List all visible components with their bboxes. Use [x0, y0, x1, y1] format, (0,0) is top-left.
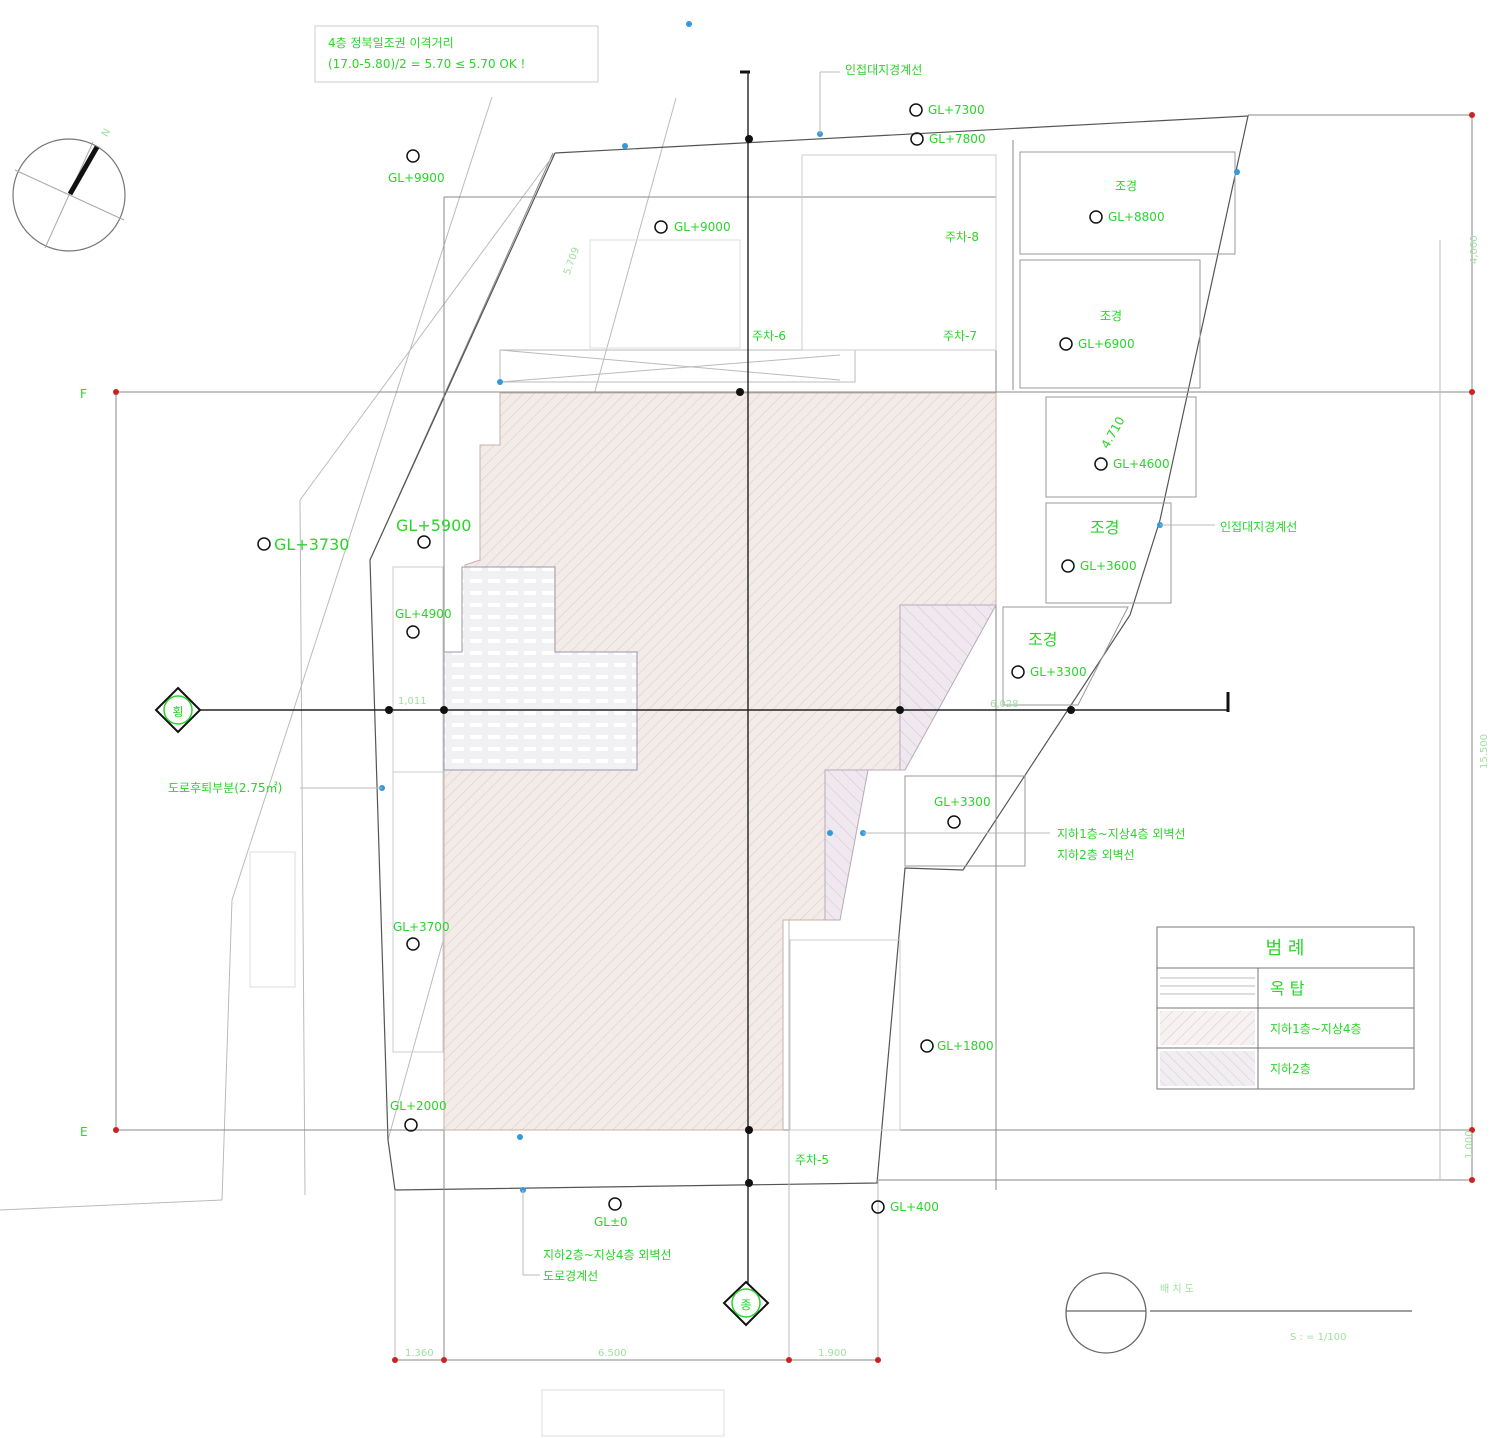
- title-block: 배 치 도 S : = 1/100: [1065, 1272, 1412, 1354]
- upper-floors-footprint: [824, 604, 997, 921]
- svg-text:GL+7300: GL+7300: [928, 103, 985, 117]
- level-marker: GL+7300: [909, 103, 985, 117]
- drawing-title: 배 치 도: [1160, 1283, 1194, 1295]
- parking-label: 주차-7: [943, 329, 977, 343]
- svg-text:GL+9000: GL+9000: [674, 220, 731, 234]
- svg-text:GL+6900: GL+6900: [1078, 337, 1135, 351]
- note-line-2: (17.0-5.80)/2 = 5.70 ≤ 5.70 OK !: [328, 57, 525, 71]
- grid-label-e: E: [80, 1125, 88, 1139]
- level-marker: GL+3700: [393, 920, 450, 951]
- label-adjacent-top: 인접대지경계선: [845, 63, 922, 77]
- level-marker: GL+7800: [910, 132, 986, 146]
- level-markers: GL+7300 GL+7800 GL+9900 GL+9000 GL+8800 …: [257, 103, 1170, 1229]
- svg-text:GL+2000: GL+2000: [390, 1099, 447, 1113]
- dim-label: 4.710: [1098, 414, 1127, 451]
- svg-text:GL+4900: GL+4900: [395, 607, 452, 621]
- label-adjacent-right: 인접대지경계선: [1220, 520, 1297, 534]
- level-marker: GL+3730: [257, 535, 349, 554]
- note-line-1: 4층 정북일조권 이격거리: [328, 36, 454, 50]
- legend: 범 례 옥 탑 지하1층~지상4층 지하2층: [1156, 926, 1415, 1090]
- legend-row: 옥 탑: [1270, 979, 1305, 998]
- svg-text:GL+8800: GL+8800: [1108, 210, 1165, 224]
- rooftop-footprint: [443, 566, 638, 771]
- grid-lines: [115, 114, 1473, 1361]
- svg-text:GL+3600: GL+3600: [1080, 559, 1137, 573]
- landscape-label: 조경: [1090, 518, 1119, 537]
- landscape-label: 조경: [1028, 630, 1057, 649]
- grid-label-f: F: [80, 387, 87, 401]
- parking-label: 주차-8: [945, 230, 979, 244]
- level-marker: GL+3300: [1011, 665, 1087, 679]
- parking-label: 주차-6: [752, 329, 786, 343]
- drawing-scale: S : = 1/100: [1290, 1332, 1346, 1343]
- svg-text:GL+3300: GL+3300: [934, 795, 991, 809]
- level-marker: GL±0: [594, 1197, 628, 1229]
- north-arrow: N: [12, 127, 126, 252]
- level-marker: GL+400: [871, 1200, 939, 1214]
- dim-label: 4,000: [1469, 235, 1480, 264]
- level-marker: GL+6900: [1059, 337, 1135, 351]
- landscape-label: 조경: [1100, 309, 1122, 323]
- svg-text:GL+9900: GL+9900: [388, 171, 445, 185]
- level-marker: GL+8800: [1089, 210, 1165, 224]
- landscape-label: 조경: [1115, 179, 1137, 193]
- section-lines: [180, 70, 1230, 1300]
- dim-label: 6.500: [598, 1348, 627, 1359]
- svg-text:GL+4600: GL+4600: [1113, 457, 1170, 471]
- dim-label: 1.900: [818, 1348, 847, 1359]
- legend-title: 범 례: [1266, 938, 1305, 959]
- level-marker: GL+3600: [1061, 559, 1137, 573]
- note-box: 4층 정북일조권 이격거리 (17.0-5.80)/2 = 5.70 ≤ 5.7…: [314, 25, 599, 83]
- dim-label: 1,011: [398, 696, 427, 707]
- section-label-south: 종: [740, 1298, 751, 1312]
- label-road-line: 도로경계선: [543, 1269, 598, 1283]
- svg-text:GL+3730: GL+3730: [274, 535, 349, 554]
- dim-label: 6,028: [990, 699, 1019, 710]
- level-marker: GL+1800: [920, 1039, 994, 1053]
- level-marker: GL+4900: [395, 607, 452, 639]
- svg-text:GL+3700: GL+3700: [393, 920, 450, 934]
- dim-label: 5.709: [562, 246, 582, 277]
- leader-lines: [300, 71, 1215, 1276]
- label-outline-2: 지하2층 외벽선: [1057, 848, 1135, 862]
- dim-label: 1.360: [405, 1348, 434, 1359]
- upper-blocks: [499, 140, 1236, 867]
- level-marker: GL+9000: [654, 220, 731, 234]
- label-outline-bottom: 지하2층~지상4층 외벽선: [543, 1248, 672, 1262]
- level-marker: GL+9900: [388, 149, 445, 185]
- legend-row: 지하2층: [1270, 1062, 1311, 1076]
- north-label: N: [100, 127, 113, 139]
- section-label-west: 횡: [172, 705, 183, 719]
- dim-label: 15.500: [1479, 734, 1490, 769]
- grid-dots: [113, 21, 1475, 1363]
- svg-text:GL+400: GL+400: [890, 1200, 939, 1214]
- level-marker: GL+5900: [396, 516, 471, 549]
- parking-label: 주차-5: [795, 1153, 829, 1167]
- svg-text:GL±0: GL±0: [594, 1215, 628, 1229]
- section-marker-west: 횡: [154, 686, 202, 734]
- svg-text:GL+7800: GL+7800: [929, 132, 986, 146]
- level-marker: GL+3300: [934, 795, 991, 829]
- label-road-setback: 도로후퇴부분(2.75㎡): [168, 781, 282, 795]
- bottom-box: [541, 1389, 725, 1437]
- legend-row: 지하1층~지상4층: [1270, 1022, 1362, 1036]
- level-marker: GL+2000: [390, 1099, 447, 1132]
- level-marker: GL+4600: [1094, 457, 1170, 471]
- dim-label: 1.000: [1464, 1130, 1475, 1159]
- site-boundary: [369, 115, 1249, 1191]
- section-marker-south: 종: [722, 1280, 770, 1327]
- left-strip: [249, 566, 901, 1131]
- svg-text:GL+1800: GL+1800: [937, 1039, 994, 1053]
- svg-text:GL+3300: GL+3300: [1030, 665, 1087, 679]
- svg-text:GL+5900: GL+5900: [396, 516, 471, 535]
- label-outline-1: 지하1층~지상4층 외벽선: [1057, 827, 1186, 841]
